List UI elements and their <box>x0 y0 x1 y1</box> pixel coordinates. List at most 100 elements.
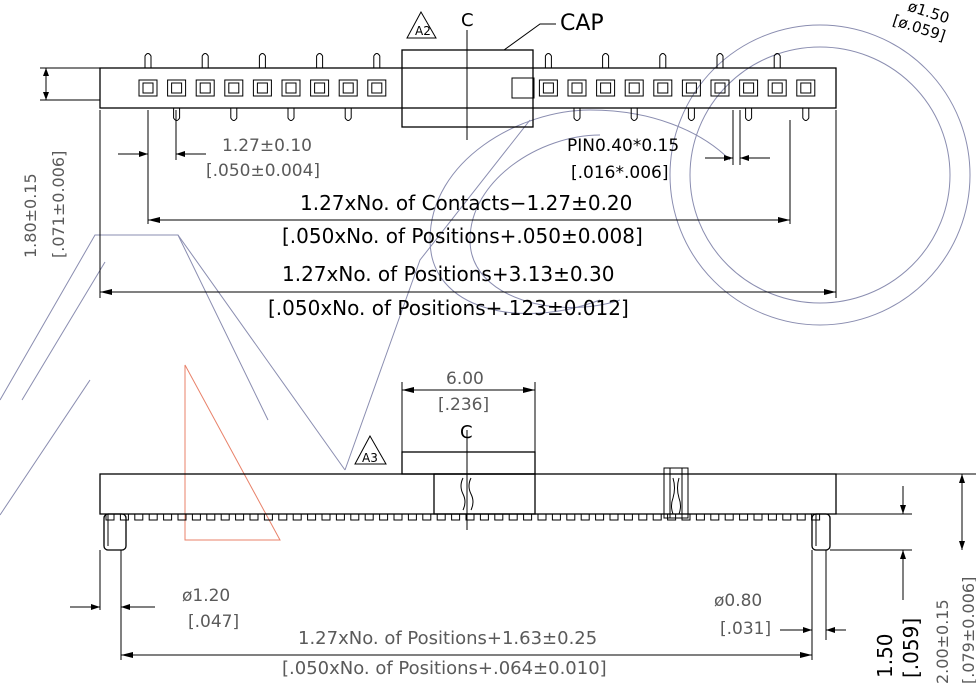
tooth <box>508 513 518 521</box>
tooth <box>451 513 461 521</box>
side-teeth <box>105 513 821 521</box>
height-mm: 1.80±0.15 <box>21 173 40 258</box>
tooth <box>623 513 633 521</box>
pin-mm: PIN0.40*0.15 <box>567 136 679 156</box>
pin-up <box>773 53 781 68</box>
pitch-mm: 1.27±0.10 <box>222 136 312 156</box>
contact-slot <box>252 79 272 97</box>
tooth <box>436 513 446 521</box>
peg-span-in: [.050xNo. of Positions+.064±0.010] <box>282 658 607 679</box>
peg-span-mm: 1.27xNo. of Positions+1.63±0.25 <box>298 628 597 649</box>
tooth <box>119 513 129 521</box>
tooth <box>163 513 173 521</box>
top-view: A2 C CAP ø1.50 [ø.059] 1.80±0.15 [.071±0… <box>21 0 952 320</box>
tooth <box>278 513 288 521</box>
tooth <box>753 513 763 521</box>
tooth <box>465 513 475 521</box>
pin-up <box>602 53 610 68</box>
contact-slot <box>367 79 387 97</box>
rev-a3: A3 <box>362 451 378 465</box>
tooth <box>767 513 777 521</box>
tooth <box>796 513 806 521</box>
contact-slot <box>681 79 701 97</box>
contact-slot <box>624 79 644 97</box>
cap-width-in: [.236] <box>438 395 489 415</box>
tooth <box>681 513 691 521</box>
contact-slot <box>224 79 244 97</box>
peg-right <box>811 513 831 551</box>
tooth <box>566 513 576 521</box>
cap-label: CAP <box>560 11 604 36</box>
contact-slot <box>796 79 816 97</box>
tooth <box>537 513 547 521</box>
peg-left-in: [.047] <box>188 612 239 632</box>
tooth <box>494 513 504 521</box>
tooth <box>292 513 302 521</box>
body-height-mm: 2.00±0.15 <box>933 599 952 684</box>
contact-slot <box>739 79 759 97</box>
pin-down <box>173 108 181 121</box>
tooth <box>105 513 115 521</box>
tooth <box>695 513 705 521</box>
side-view: 6.00 [.236] C A3 <box>70 369 976 684</box>
contact-slot <box>596 79 616 97</box>
pin-up <box>144 53 152 68</box>
tooth <box>379 513 389 521</box>
top-pins-up <box>144 53 781 68</box>
tooth <box>551 513 561 521</box>
tooth <box>609 513 619 521</box>
overall-in: [.050xNo. of Positions+.123±0.012] <box>268 296 629 320</box>
contacts-mm: 1.27xNo. of Contacts−1.27±0.20 <box>300 191 632 215</box>
tooth <box>335 513 345 521</box>
tooth <box>407 513 417 521</box>
pin-down <box>745 108 753 121</box>
tooth <box>191 513 201 521</box>
pin-up <box>258 53 266 68</box>
tooth <box>177 513 187 521</box>
pin-down <box>287 108 295 121</box>
rev-a2: A2 <box>415 24 431 38</box>
contact-slot <box>567 79 587 97</box>
tooth <box>235 513 245 521</box>
peg-right-in: [.031] <box>720 619 771 639</box>
contact-slot <box>310 79 330 97</box>
tooth <box>364 513 374 521</box>
pin-down <box>573 108 581 121</box>
peg-left <box>103 513 127 551</box>
revision-a3-triangle <box>354 434 387 465</box>
pin-down <box>630 108 638 121</box>
tooth <box>739 513 749 521</box>
peg-length-mm: 1.50 <box>873 633 897 678</box>
tooth <box>782 513 792 521</box>
contact-slot <box>195 79 215 97</box>
pin-down <box>344 108 352 121</box>
pin-up <box>316 53 324 68</box>
tooth <box>321 513 331 521</box>
tooth <box>263 513 273 521</box>
contact-slot <box>167 79 187 97</box>
tooth <box>148 513 158 521</box>
tooth <box>638 513 648 521</box>
tooth <box>710 513 720 521</box>
revision-a2-triangle <box>406 10 437 39</box>
watermark-logo <box>0 24 971 541</box>
centerline-label-top: C <box>461 10 474 31</box>
tooth <box>422 513 432 521</box>
pin-down <box>802 108 810 121</box>
contact-slot <box>538 79 558 97</box>
pitch-in: [.050±0.004] <box>206 161 320 181</box>
contact-slot <box>710 79 730 97</box>
tooth <box>134 513 144 521</box>
pin-down <box>687 108 695 121</box>
tooth <box>652 513 662 521</box>
body-height-in: [.079±0.006] <box>959 577 976 684</box>
pin-down <box>230 108 238 121</box>
pin-in: [.016*.006] <box>571 163 668 183</box>
contact-slot <box>281 79 301 97</box>
tooth <box>724 513 734 521</box>
tooth <box>393 513 403 521</box>
cap-width-mm: 6.00 <box>446 369 484 389</box>
height-in: [.071±0.006] <box>49 151 68 258</box>
tooth <box>523 513 533 521</box>
contact-slot <box>338 79 358 97</box>
